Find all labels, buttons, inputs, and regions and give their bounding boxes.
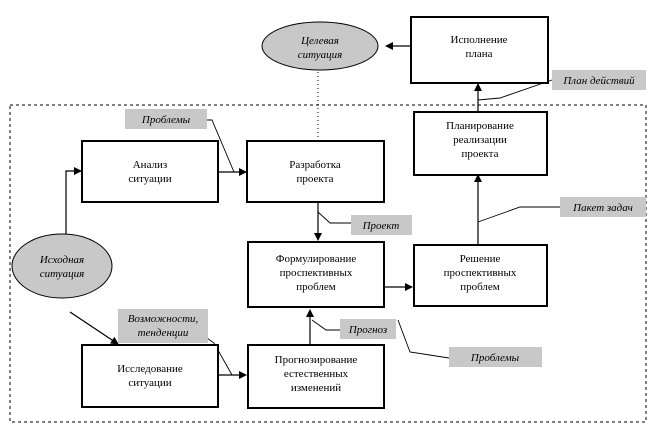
tag-action-plan-text: План действий xyxy=(562,75,635,87)
system-boundary xyxy=(9,104,647,423)
tag-opportunities-line2: тенденции xyxy=(138,327,189,339)
ellipse-target: Целевая ситуация xyxy=(261,21,379,71)
box-research: Исследование ситуации xyxy=(81,344,219,408)
box-solution-line3: проблем xyxy=(460,281,500,293)
box-execution-line2: плана xyxy=(465,48,492,60)
box-development-line1: Разработка xyxy=(289,159,341,171)
connectors xyxy=(65,42,482,379)
ellipse-target-line1: Целевая xyxy=(300,35,339,47)
tag-project: Проект xyxy=(351,215,412,235)
tag-problems-bottom: Проблемы xyxy=(449,347,542,367)
box-planning-line1: Планирование xyxy=(446,120,514,132)
tag-forecast-text: Прогноз xyxy=(348,324,387,336)
box-forecasting: Прогнозирование естественных изменений xyxy=(247,344,385,409)
tag-project-text: Проект xyxy=(362,220,400,232)
box-analysis-line2: ситуации xyxy=(128,173,171,185)
tag-forecast: Прогноз xyxy=(340,319,396,339)
tag-problems-top: Проблемы xyxy=(125,109,207,129)
ellipse-initial: Исходная ситуация xyxy=(11,233,113,299)
box-research-line1: Исследование xyxy=(117,363,183,375)
box-analysis: Анализ ситуации xyxy=(81,140,219,203)
tag-problems-top-text: Проблемы xyxy=(141,114,191,126)
tag-task-package-text: Пакет задач xyxy=(572,202,633,214)
box-formulation: Формулирование проспективных проблем xyxy=(247,241,385,308)
ellipse-initial-line2: ситуация xyxy=(40,268,85,280)
tag-task-package: Пакет задач xyxy=(560,197,646,217)
box-planning-line3: проекта xyxy=(462,148,499,160)
box-execution-line1: Исполнение xyxy=(451,34,508,46)
box-research-line2: ситуации xyxy=(128,377,171,389)
ellipse-target-line2: ситуация xyxy=(298,49,343,61)
box-solution-line2: проспективных xyxy=(444,267,517,279)
box-planning: Планирование реализации проекта xyxy=(413,111,548,176)
box-planning-line2: реализации xyxy=(453,134,507,146)
box-formulation-line2: проспективных xyxy=(280,267,353,279)
box-formulation-line1: Формулирование xyxy=(276,253,357,265)
box-forecasting-line1: Прогнозирование xyxy=(275,354,358,366)
box-solution-line1: Решение xyxy=(460,253,501,265)
tag-opportunities-line1: Возможности, xyxy=(128,313,199,325)
box-analysis-line1: Анализ xyxy=(133,159,168,171)
box-forecasting-line3: изменений xyxy=(291,382,341,394)
box-execution: Исполнение плана xyxy=(410,16,549,84)
box-solution: Решение проспективных проблем xyxy=(413,244,548,307)
callout-lines xyxy=(199,79,560,376)
box-development-line2: проекта xyxy=(297,173,334,185)
ellipse-initial-line1: Исходная xyxy=(39,254,84,266)
box-forecasting-line2: естественных xyxy=(284,368,349,380)
tag-problems-bottom-text: Проблемы xyxy=(470,352,520,364)
box-development: Разработка проекта xyxy=(246,140,385,203)
tag-action-plan: План действий xyxy=(552,70,646,90)
tag-opportunities: Возможности, тенденции xyxy=(118,309,208,343)
box-formulation-line3: проблем xyxy=(296,281,336,293)
